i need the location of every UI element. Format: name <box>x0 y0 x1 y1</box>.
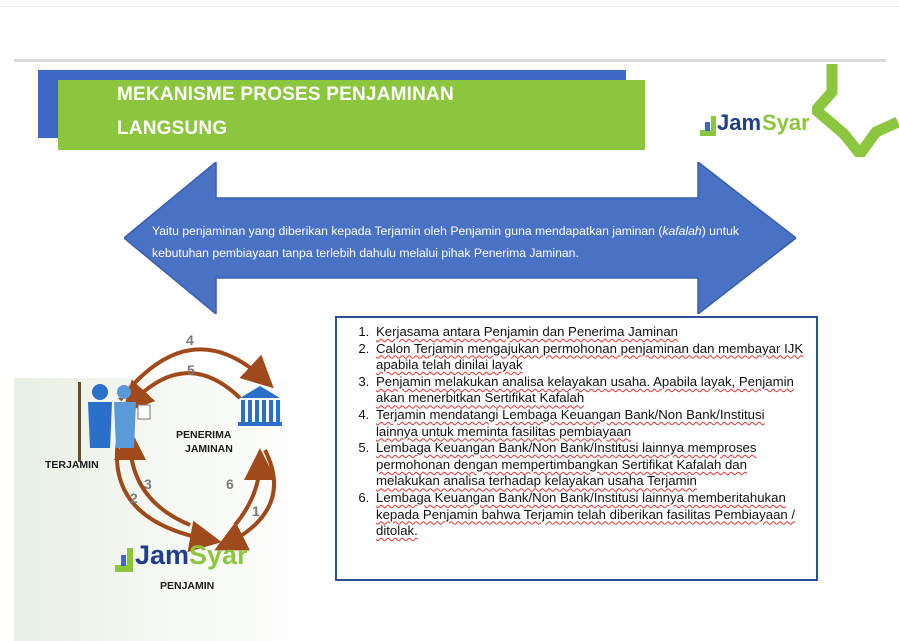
people-icon <box>78 382 151 462</box>
flow-number-3: 3 <box>144 476 152 492</box>
step-item: Kerjasama antara Penjamin dan Penerima J… <box>373 324 806 341</box>
step-text: Kerjasama antara Penjamin dan Penerima J… <box>376 324 679 339</box>
step-text: Penjamin melakukan analisa kelayakan usa… <box>376 373 794 406</box>
step-text: Lembaga Keuangan Bank/Non Bank/Institusi… <box>376 489 796 539</box>
flow-cycle-diagram <box>78 347 282 553</box>
step-text: Lembaga Keuangan Bank/Non Bank/Institusi… <box>376 440 757 489</box>
process-steps-box: Kerjasama antara Penjamin dan Penerima J… <box>335 316 818 581</box>
corner-decoration <box>812 64 899 157</box>
step-item: Lembaga Keuangan Bank/Non Bank/Institusi… <box>373 490 806 540</box>
arrow-3 <box>114 428 191 527</box>
flow-number-2: 2 <box>130 490 138 506</box>
process-steps-list: Kerjasama antara Penjamin dan Penerima J… <box>337 318 816 540</box>
page-title-line1: MEKANISME PROSES PENJAMINAN <box>117 84 454 105</box>
flow-number-6: 6 <box>226 476 234 492</box>
arrow-1 <box>214 449 276 551</box>
step-item: Terjamin mendatangi Lembaga Keuangan Ban… <box>373 407 806 440</box>
title-banner: MEKANISME PROSES PENJAMINAN LANGSUNG <box>58 80 645 150</box>
step-item: Calon Terjamin mengajukan permohonan pen… <box>373 341 806 374</box>
logo-bottom-syar: Syar <box>189 540 248 570</box>
double-arrow-shape <box>124 162 796 314</box>
logo-bottom-jam: Jam <box>135 540 190 570</box>
penerima-label-line2: JAMINAN <box>185 443 233 455</box>
description-text-part2: ) untuk kebutuhan pembiayaan tanpa terle… <box>152 224 739 260</box>
flow-number-4: 4 <box>186 332 194 348</box>
page-title-line2: LANGSUNG <box>117 118 228 139</box>
terjamin-label: TERJAMIN <box>45 459 99 471</box>
description-text-part1: Yaitu penjaminan yang diberikan kepada T… <box>152 224 663 238</box>
step-text: Terjamin mendatangi Lembaga Keuangan Ban… <box>376 406 765 439</box>
jamsyar-logo-bottom: Jam Syar <box>115 540 265 578</box>
header-divider <box>14 59 886 62</box>
logo-text-syar: Syar <box>762 110 810 135</box>
logo-mark-icon <box>700 116 716 136</box>
logo-text-jam: Jam <box>717 110 762 135</box>
arrow-5 <box>121 371 242 414</box>
arrow-6 <box>233 448 276 527</box>
step-item: Lembaga Keuangan Bank/Non Bank/Institusi… <box>373 440 806 490</box>
mechanism-description: Yaitu penjaminan yang diberikan kepada T… <box>152 220 792 264</box>
flow-number-5: 5 <box>187 362 195 378</box>
top-divider <box>0 6 899 7</box>
step-text: Calon Terjamin mengajukan permohonan pen… <box>376 340 804 373</box>
bank-icon <box>238 386 282 426</box>
penerima-label-line1: PENERIMA <box>176 429 232 441</box>
logo-mark-bottom-icon <box>115 548 133 572</box>
step-item: Penjamin melakukan analisa kelayakan usa… <box>373 374 806 407</box>
penjamin-label: PENJAMIN <box>160 580 215 592</box>
description-italic-term: kafalah <box>662 224 702 238</box>
flow-number-1: 1 <box>252 503 260 519</box>
